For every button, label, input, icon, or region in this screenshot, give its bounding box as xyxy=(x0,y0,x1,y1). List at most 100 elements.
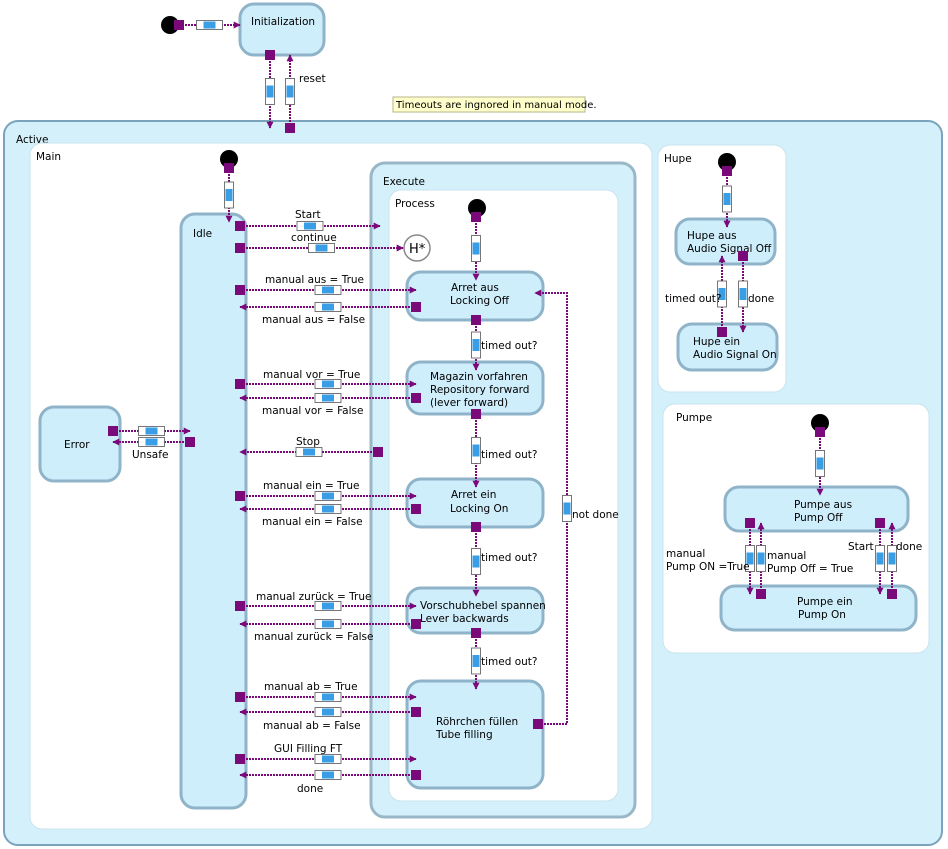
history-label: H* xyxy=(409,242,426,257)
pumpe-init-source xyxy=(815,427,825,437)
manual-ab-false-marker-fill xyxy=(322,708,334,716)
pump-done-transition-marker-fill xyxy=(888,552,896,565)
manual-aus-true-source xyxy=(235,285,245,295)
manual-aus-false-source xyxy=(411,302,421,312)
pumpe-ein-state[interactable] xyxy=(719,584,918,632)
label-done: done xyxy=(297,783,323,795)
reset-transition-marker-fill xyxy=(286,85,294,98)
timed-out-1-marker-fill xyxy=(472,339,480,351)
history-pseudostate[interactable] xyxy=(403,234,431,262)
hupe-init-source xyxy=(722,166,732,176)
label-hupe-done: done xyxy=(748,293,774,305)
init-to-initialization-marker-fill xyxy=(203,21,216,29)
idle-state[interactable] xyxy=(179,212,248,810)
label-manual-ab-true: manual ab = True xyxy=(264,681,358,693)
arret-ein-label-1: Arret ein xyxy=(451,489,496,501)
label-manual-vor-false: manual vor = False xyxy=(262,405,363,417)
magazin-label-3: (lever forward) xyxy=(430,397,508,409)
arret-ein-label-2: Locking On xyxy=(450,503,508,515)
process-init-to-arret-aus-source xyxy=(471,212,481,222)
done-transition-marker-fill xyxy=(322,771,334,779)
manual-vor-false-marker-fill xyxy=(322,394,334,402)
unsafe-transition-marker-fill xyxy=(145,438,158,446)
label-timed-out-4: timed out? xyxy=(481,656,538,668)
pump-start-transition-source xyxy=(875,518,885,528)
manual-ab-false-source xyxy=(411,707,421,717)
label-hupe-timed-out: timed out? xyxy=(665,293,722,305)
manual-vor-true-source xyxy=(235,379,245,389)
error-state[interactable] xyxy=(38,405,122,483)
label-manual-ein-false: manual ein = False xyxy=(262,516,363,528)
timeout-note xyxy=(392,96,586,113)
vorschub-label-2: Lever backwards xyxy=(420,613,509,625)
execute-label: Execute xyxy=(383,176,425,188)
error-to-idle-source xyxy=(108,426,118,436)
hupe-aus-state[interactable] xyxy=(674,217,777,266)
transitions-layer xyxy=(108,20,897,780)
roehrchen-label-2: Tube filling xyxy=(435,729,493,741)
initialization-state[interactable] xyxy=(238,2,326,57)
label-pump-start: Start xyxy=(848,541,874,553)
manual-aus-false-marker-fill xyxy=(322,303,334,311)
process-init-to-arret-aus-marker-fill xyxy=(472,242,480,255)
manual-ein-false-marker-fill xyxy=(322,505,334,513)
label-not-done: not done xyxy=(572,509,619,521)
process-label: Process xyxy=(395,198,435,210)
hupe-label: Hupe xyxy=(664,153,692,165)
pumpe-init-marker-fill xyxy=(816,457,824,470)
label-stop: Stop xyxy=(296,436,320,448)
timed-out-2-marker-fill xyxy=(472,444,480,457)
label-unsafe: Unsafe xyxy=(132,449,168,461)
timed-out-3-source xyxy=(471,522,481,532)
magazin-label-1: Magazin vorfahren xyxy=(430,371,528,383)
manual-aus-true-marker-fill xyxy=(322,286,334,294)
main-init-to-idle-marker-fill xyxy=(225,189,233,201)
gui-filling-transition-source xyxy=(235,754,245,764)
label-manual-vor-true: manual vor = True xyxy=(263,369,360,381)
label-manual-aus-true: manual aus = True xyxy=(265,274,364,286)
label-manual-zurueck-false: manual zurück = False xyxy=(254,631,373,643)
manual-ab-true-source xyxy=(235,692,245,702)
label-timed-out-3: timed out? xyxy=(481,552,538,564)
hupe-done-marker-fill xyxy=(739,288,747,300)
not-done-transition-marker-fill xyxy=(563,502,571,515)
not-done-transition-source xyxy=(533,719,543,729)
hupe-aus-label-1: Hupe aus xyxy=(687,230,737,242)
manual-zurueck-true-source xyxy=(235,601,245,611)
label-manual-aus-false: manual aus = False xyxy=(262,314,365,326)
timed-out-4-source xyxy=(471,628,481,638)
label-timed-out-1: timed out? xyxy=(481,340,538,352)
gui-filling-transition-marker-fill xyxy=(322,755,334,763)
label-manual-ein-true: manual ein = True xyxy=(263,480,359,492)
continue-transition-source xyxy=(235,243,245,253)
initialization-label: Initialization xyxy=(251,16,315,28)
pumpe-ein-label-1: Pumpe ein xyxy=(797,596,853,608)
start-transition-marker-fill xyxy=(304,222,316,230)
manual-ein-false-source xyxy=(411,504,421,514)
hupe-timed-out-marker-fill xyxy=(718,288,726,300)
pumpe-aus-label-2: Pump Off xyxy=(794,512,843,524)
timeout-note-text: Timeouts are ingnored in manual mode. xyxy=(395,100,597,111)
hupe-done-source xyxy=(738,251,748,261)
reset-transition-source xyxy=(285,123,295,133)
hupe-init-marker-fill xyxy=(723,193,731,205)
done-transition-source xyxy=(411,770,421,780)
label-continue: continue xyxy=(291,232,337,244)
pumpe-aus-state[interactable] xyxy=(723,485,910,533)
error-label: Error xyxy=(64,439,90,451)
initialization-to-active-marker-fill xyxy=(266,85,274,98)
label-gui-filling: GUI Filling FT xyxy=(274,743,343,755)
hupe-timed-out-source xyxy=(717,327,727,337)
timed-out-3-marker-fill xyxy=(472,555,480,568)
stop-transition-marker-fill xyxy=(303,448,315,456)
manual-ein-true-source xyxy=(235,491,245,501)
main-label: Main xyxy=(36,151,61,163)
manual-vor-false-source xyxy=(411,393,421,403)
timed-out-4-marker-fill xyxy=(472,655,480,667)
manual-vor-true-marker-fill xyxy=(322,380,334,388)
hupe-ein-state[interactable] xyxy=(676,322,779,372)
manual-zurueck-false-marker-fill xyxy=(322,620,334,628)
arret-aus-label-1: Arret aus xyxy=(451,282,499,294)
manual-ab-true-marker-fill xyxy=(322,693,334,701)
